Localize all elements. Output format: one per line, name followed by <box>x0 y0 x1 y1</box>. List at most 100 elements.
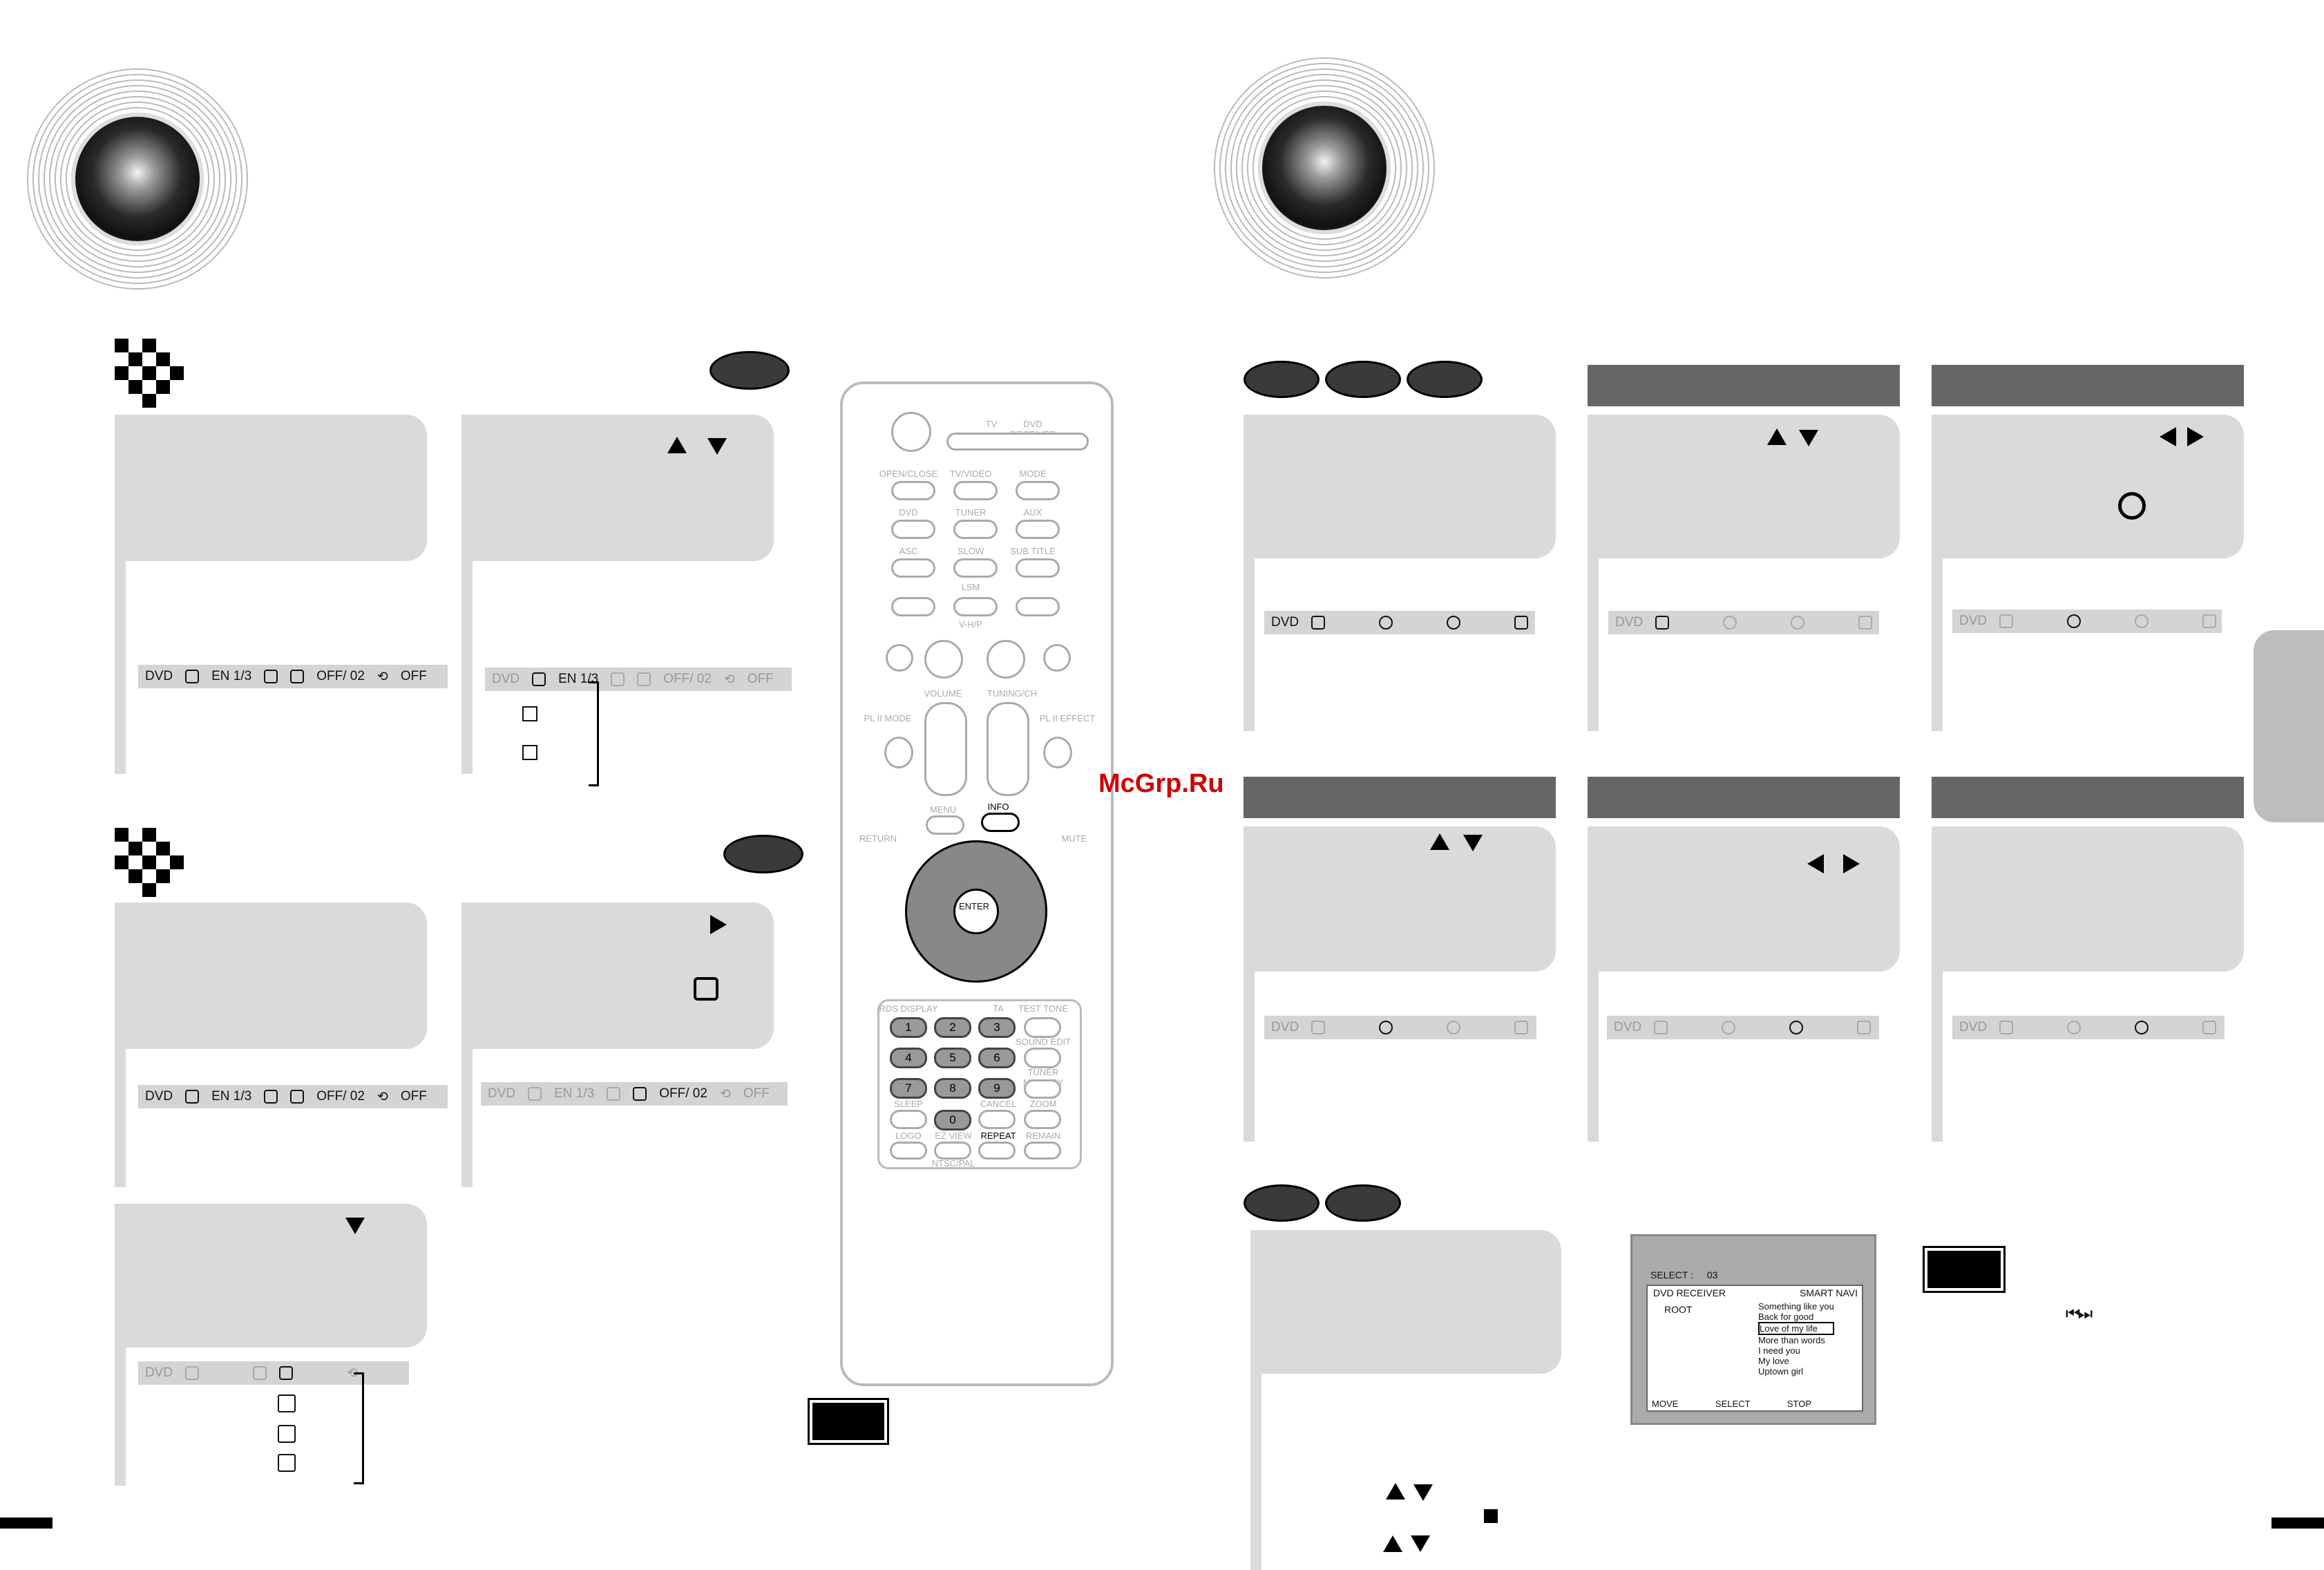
step-card <box>1588 415 1900 558</box>
repeat-icon: ⟲ <box>347 1365 359 1381</box>
pl2-effect-button[interactable] <box>1043 737 1072 768</box>
aux-button[interactable] <box>1016 520 1060 539</box>
key-2[interactable]: 2 <box>934 1017 971 1038</box>
osd-bar: DVD <box>1264 611 1535 634</box>
key-6[interactable]: 6 <box>978 1048 1016 1068</box>
track-item[interactable]: Love of my life <box>1758 1322 1834 1335</box>
test-tone-button[interactable] <box>1024 1017 1061 1038</box>
key-7[interactable]: 7 <box>890 1078 927 1099</box>
key-5[interactable]: 5 <box>934 1048 971 1068</box>
step-card <box>115 415 427 561</box>
play-pause-button[interactable] <box>987 640 1025 679</box>
repeat-icon: ⟲ <box>377 669 388 684</box>
track-item[interactable]: Uptown girl <box>1758 1366 1804 1377</box>
sleep-button[interactable] <box>890 1110 927 1129</box>
up-arrow-icon <box>667 437 687 453</box>
step-stem <box>1244 558 1255 731</box>
dvd-menu-screen: SELECT : 03 DVD RECEIVER SMART NAVI ROOT… <box>1630 1234 1876 1425</box>
track-item[interactable]: Something like you <box>1758 1301 1834 1312</box>
music-button[interactable] <box>953 597 998 616</box>
cancel-button[interactable] <box>978 1110 1016 1129</box>
up-arrow-icon <box>1767 428 1787 445</box>
zoom-button[interactable] <box>1024 1110 1061 1129</box>
key-9[interactable]: 9 <box>978 1078 1016 1099</box>
repeat-button[interactable] <box>978 1142 1016 1160</box>
disc-badge <box>1244 361 1320 398</box>
disc-badge <box>723 835 803 873</box>
down-arrow-icon <box>1411 1535 1430 1552</box>
remain-button[interactable] <box>1024 1142 1061 1160</box>
open-close-button[interactable] <box>891 481 935 500</box>
prev-button[interactable] <box>886 644 913 672</box>
left-arrow-icon <box>2160 427 2176 446</box>
up-arrow-icon <box>1383 1535 1402 1552</box>
key-4[interactable]: 4 <box>890 1048 927 1068</box>
tuning-rocker[interactable] <box>987 702 1029 796</box>
dimmer-button[interactable] <box>953 481 998 500</box>
tuner-memory-button[interactable] <box>1024 1079 1061 1099</box>
left-arrow-icon <box>1807 854 1824 873</box>
mo-st-button[interactable] <box>953 558 998 578</box>
dvd-button[interactable] <box>891 520 935 539</box>
speaker-graphic-left <box>23 65 251 293</box>
step-card <box>115 1204 427 1347</box>
step-card <box>1932 826 2244 972</box>
disc-badge <box>709 351 790 390</box>
angle-icon <box>1857 1021 1871 1034</box>
osd-dvd: DVD <box>145 1365 173 1380</box>
remote-control: TV DVD RECEIVER OPEN/CLOSE TV/VIDEO MODE… <box>840 381 1114 1386</box>
track-item[interactable]: I need you <box>1758 1345 1800 1356</box>
tv-dvd-switch[interactable] <box>946 433 1089 451</box>
next-button[interactable] <box>1043 644 1071 672</box>
select-value: 03 <box>1706 1269 1718 1280</box>
side-tab <box>2254 630 2324 822</box>
ez-view-button[interactable] <box>934 1142 971 1160</box>
osd-subtitle: OFF/ 02 <box>316 1089 365 1104</box>
mode-button[interactable] <box>1016 481 1060 500</box>
enter-button[interactable] <box>953 889 999 934</box>
track-item[interactable]: Back for good <box>1758 1312 1814 1322</box>
osd-bar: DVD <box>1608 611 1879 634</box>
osd-bar: DVD ⟲ <box>138 1361 409 1385</box>
audio-cycle-diagram <box>522 681 601 786</box>
zoom-label: ZOOM <box>1029 1099 1057 1109</box>
power-button[interactable] <box>891 412 931 452</box>
pl2-mode-button[interactable] <box>884 737 913 768</box>
track-item[interactable]: My love <box>1758 1356 1789 1366</box>
osd-repeat: OFF <box>743 1086 770 1101</box>
footer-stop: STOP <box>1787 1399 1812 1409</box>
tuning-label: TUNING/CH <box>987 688 1038 699</box>
track-item[interactable]: More than words <box>1758 1335 1825 1345</box>
menu-button[interactable] <box>926 815 964 835</box>
key-8[interactable]: 8 <box>934 1078 971 1099</box>
step-stem <box>1588 558 1599 731</box>
info-button[interactable] <box>981 813 1020 832</box>
section-header <box>1588 365 1900 406</box>
volume-rocker[interactable] <box>924 702 967 796</box>
step-stem <box>1250 1374 1261 1570</box>
asc-button[interactable] <box>891 558 935 578</box>
dolby-icon <box>607 1087 621 1101</box>
super51-button[interactable] <box>891 597 935 616</box>
chapter-icon <box>2118 492 2146 520</box>
step-card <box>461 415 774 561</box>
key-0[interactable]: 0 <box>934 1110 971 1131</box>
key-3[interactable]: 3 <box>978 1017 1016 1038</box>
sleep-label: SLEEP <box>894 1099 923 1109</box>
movie-button[interactable] <box>1016 597 1060 616</box>
band-button[interactable] <box>953 520 998 539</box>
dvd-label: DVD <box>899 507 918 518</box>
repeat-icon: ⟲ <box>377 1089 388 1104</box>
subtitle-icon <box>637 672 651 686</box>
vhp-label: V-H/P <box>959 619 982 630</box>
disc-badge <box>1407 361 1483 398</box>
step-stem <box>461 1049 473 1187</box>
logo-button[interactable] <box>890 1142 927 1160</box>
osd-bar: DVD EN 1/3 OFF/ 02 ⟲OFF <box>485 668 792 691</box>
audio-icon <box>528 1087 542 1101</box>
subtitle-button[interactable] <box>1016 558 1060 578</box>
key-1[interactable]: 1 <box>890 1017 927 1038</box>
step-stem <box>1932 558 1943 731</box>
stop-button[interactable] <box>924 640 963 679</box>
sound-edit-button[interactable] <box>1024 1048 1061 1068</box>
